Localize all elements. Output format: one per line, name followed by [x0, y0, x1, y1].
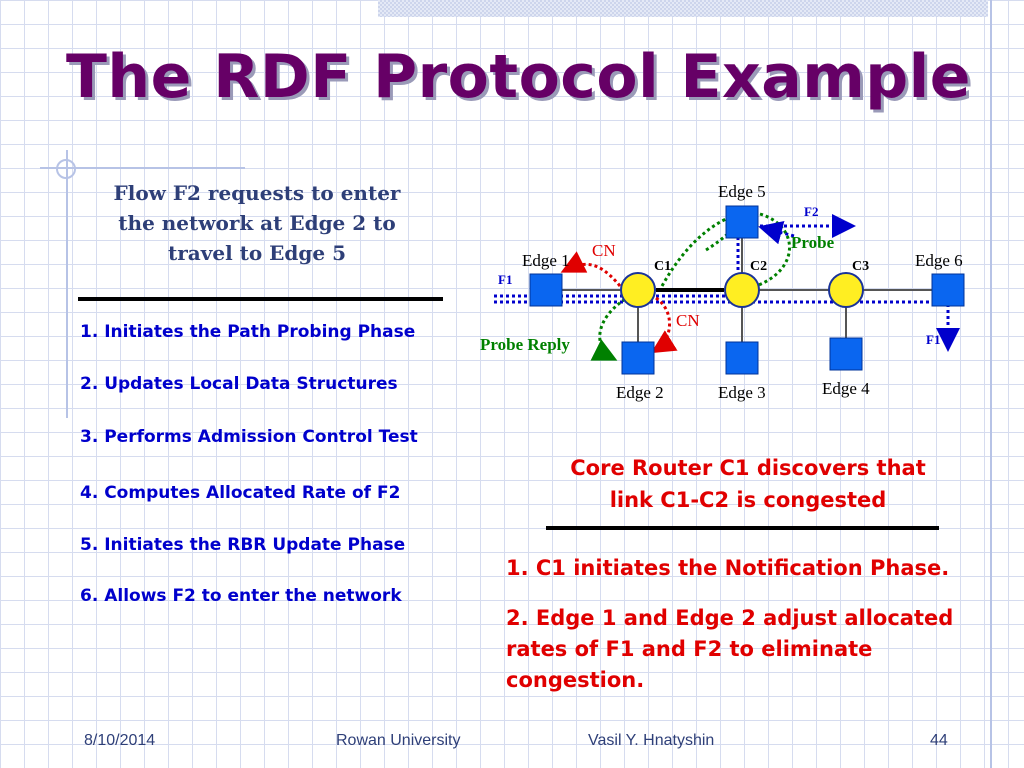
flow-label: F1	[926, 332, 940, 347]
core-router-c3	[828, 272, 864, 308]
control-messages	[560, 212, 795, 361]
step-item: 6. Allows F2 to enter the network	[80, 586, 402, 606]
probe-curve-up	[660, 212, 739, 287]
right-decor-line	[990, 0, 992, 768]
edge-label: Edge 4	[822, 379, 870, 398]
cn-label: CN	[592, 241, 616, 260]
core-label: C1	[654, 259, 671, 274]
flow-label: F2	[804, 204, 818, 219]
step-item: 3. Performs Admission Control Test	[80, 427, 418, 447]
footer-author: Vasil Y. Hnatyshin	[588, 732, 715, 749]
cn-label: CN	[676, 311, 700, 330]
action-item: 1. C1 initiates the Notification Phase.	[506, 556, 950, 580]
cn-to-edge1	[560, 251, 622, 287]
probe-label: Probe	[791, 233, 835, 252]
probe-reply-label: Probe Reply	[480, 335, 570, 354]
edge-router-6	[931, 273, 965, 307]
edge-router-5	[725, 205, 759, 239]
top-decor-band	[378, 0, 988, 17]
footer-date: 8/10/2014	[84, 732, 156, 749]
step-item: 5. Initiates the RBR Update Phase	[80, 535, 406, 555]
action-item: 2. Edge 1 and Edge 2 adjust allocated ra…	[506, 606, 954, 692]
edge-label: Edge 3	[718, 383, 766, 402]
core-router-c1	[620, 272, 656, 308]
step-item: 2. Updates Local Data Structures	[80, 374, 398, 394]
step-item: 4. Computes Allocated Rate of F2	[80, 483, 401, 503]
left-divider	[78, 297, 443, 301]
edge-routers	[529, 205, 965, 375]
edge-label: Edge 2	[616, 383, 664, 402]
footer-university: Rowan University	[336, 732, 461, 749]
core-label: C2	[750, 259, 767, 274]
edge-router-2	[621, 341, 655, 375]
edge-label: Edge 5	[718, 182, 766, 201]
probe-reply-curve	[590, 294, 631, 361]
edge-router-1	[529, 273, 563, 307]
flow-label: F1	[498, 272, 512, 287]
flow-f2-path	[494, 214, 856, 298]
cn-to-edge2	[650, 296, 678, 354]
footer-page-number: 44	[930, 732, 948, 749]
probe-arrow	[758, 221, 795, 245]
flow-request-text: Flow F2 requests to enter the network at…	[113, 181, 401, 265]
core-router-c2	[724, 272, 760, 308]
probe-curve-right	[755, 212, 791, 288]
edge-label: Edge 1	[522, 251, 570, 270]
core-routers	[620, 272, 864, 308]
right-divider	[546, 526, 939, 530]
core-label: C3	[852, 259, 869, 274]
congestion-notice: Core Router C1 discovers that link C1-C2…	[570, 456, 926, 512]
edge-label: Edge 6	[915, 251, 963, 270]
edge-router-3	[725, 341, 759, 375]
edge-router-4	[829, 337, 863, 371]
slide-title: The RDF Protocol Example	[66, 42, 971, 112]
step-item: 1. Initiates the Path Probing Phase	[80, 322, 416, 342]
